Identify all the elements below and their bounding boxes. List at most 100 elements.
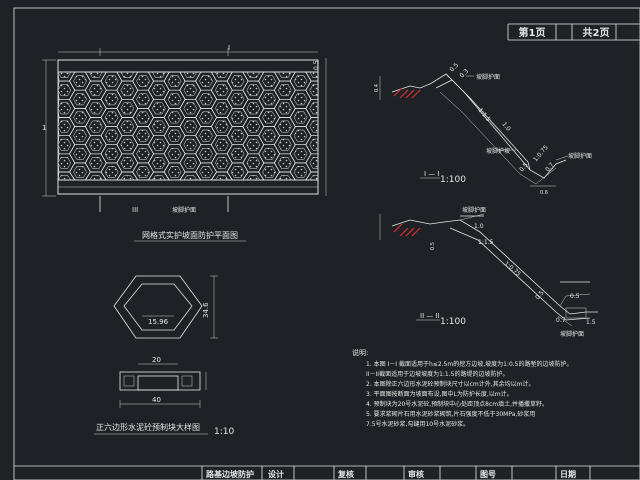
s2-callout-top: 坡脚护面 <box>462 206 486 214</box>
hexagon-cell-fill <box>278 102 292 115</box>
hexagon-cell-fill <box>183 157 198 169</box>
hexagon-cell-fill <box>136 75 150 87</box>
hexagon-cell-fill <box>73 75 87 87</box>
block-dim-height: 34.6 <box>202 302 210 318</box>
s1-callout-bottom: 坡脚护面 <box>568 152 592 160</box>
title-approve: 审核 <box>408 469 424 479</box>
hexagon-cell-fill <box>183 71 198 78</box>
title-date: 日期 <box>560 469 576 479</box>
hexagon-cell-fill <box>262 93 276 106</box>
hexagon-cell-fill <box>57 138 72 151</box>
title-drawing-no: 图号 <box>480 470 496 479</box>
hexagon-cell-fill <box>262 75 276 87</box>
block-dim-top: 20 <box>152 356 161 364</box>
hexagon-cell-fill <box>215 157 229 169</box>
hexagon-cell-fill <box>136 93 150 106</box>
hexagon-cell-fill <box>246 157 261 169</box>
s1-dim-b: 0.3 <box>458 68 470 80</box>
total-pages-label: 共2页 <box>583 26 610 39</box>
hexagon-cell-fill <box>120 157 135 169</box>
hexagon-cell-fill <box>57 175 72 181</box>
hexagon-cell-fill <box>230 75 245 87</box>
hexagon-cell-fill <box>246 84 261 97</box>
block-dim-inner: 15.96 <box>148 318 169 326</box>
hexagon-cell-fill <box>152 120 166 133</box>
hexagon-cell-fill <box>183 84 198 97</box>
notes-heading: 说明: <box>352 348 368 357</box>
block-dim-width: 40 <box>152 396 161 404</box>
hexagon-cell-fill <box>57 157 72 169</box>
s2-dim-d: 0.7 <box>556 317 566 324</box>
hexagon-cell-fill <box>89 157 103 169</box>
hexagon-cell-fill <box>246 102 261 115</box>
hexagon-cell-fill <box>215 102 229 115</box>
hexagon-cell-fill <box>104 129 119 142</box>
hexagon-cell-fill <box>246 138 261 151</box>
plan-dim-left: 1 <box>42 124 46 132</box>
hexagon-cell-fill <box>230 166 245 178</box>
hexagon-cell-fill <box>167 75 182 87</box>
hexagon-cell-fill <box>136 166 150 178</box>
hexagon-cell-fill <box>104 93 119 106</box>
hexagon-cell-fill <box>246 175 261 181</box>
s2-scale: 1:100 <box>440 317 466 327</box>
hexagon-cell-fill <box>215 138 229 151</box>
s1-scale: 1:100 <box>440 175 466 185</box>
hexagon-cell-fill <box>230 111 245 124</box>
notes-line-1: 1. 本图 I－I 截面适用于h≤2.5m的挖方边坡,坡度为1:0.5的路堑的边… <box>366 360 573 368</box>
s1-callout-mid: 坡脚护坡 <box>486 147 510 155</box>
section-1: 0.4 0.5 0.3 1:1.5 1.0 1:0.75 0.5 0.7 0.6… <box>374 62 592 196</box>
title-review: 复核 <box>337 469 354 479</box>
s1-slope-1: 1:1.5 <box>476 107 491 123</box>
hexagon-cell-fill <box>199 129 213 142</box>
hexagon-cell-fill <box>293 75 308 87</box>
plan-caption: 网格式实护坡面防护平面图 <box>142 230 238 240</box>
s1-slope-2: 1:0.75 <box>532 144 550 163</box>
hexagon-cell-fill <box>167 93 182 106</box>
hexagon-cell-fill <box>262 129 276 142</box>
hexagon-cell-fill <box>57 84 72 97</box>
hexagon-cell-fill <box>136 111 150 124</box>
section-2: 0.5 1.0 1:1.5 1:0.75 0.5 0.5 0.7 1.5 坡脚护… <box>379 206 598 338</box>
hexagon-cell-fill <box>199 75 213 87</box>
hexagon-cell-fill <box>293 111 308 124</box>
hexagon-cell-fill <box>262 111 276 124</box>
s1-label: I — I <box>424 170 440 178</box>
hexagon-cell-fill <box>136 129 150 142</box>
s1-dim-a: 0.5 <box>448 62 460 74</box>
hexagon-cell-fill <box>89 120 103 133</box>
plan-dim-right: 0.5 <box>313 60 320 70</box>
hexagon-cell-fill <box>152 138 166 151</box>
plan-section-mark-top: I <box>228 44 230 52</box>
notes-line-6: 5. 要求浆砌片石用水泥砂浆砌筑,片石强度不低于30MPa,砂浆用 <box>366 410 535 418</box>
s2-dim-e: 1.5 <box>586 319 596 326</box>
s1-dim-f: 0.6 <box>540 190 548 196</box>
hexagon-cell-fill <box>120 84 135 97</box>
hexagon-cell-fill <box>104 166 119 178</box>
s2-callout-bottom: 坡脚护面 <box>560 330 584 338</box>
hexagon-cell-fill <box>57 71 72 78</box>
hexagon-cell-fill <box>152 102 166 115</box>
block-detail: 15.96 34.6 20 40 正六边形水泥砼预制块大样图 1:10 <box>94 275 234 437</box>
hexagon-cell-fill <box>278 138 292 151</box>
hexagon-cell-fill <box>104 75 119 87</box>
hexagon-cell-fill <box>199 93 213 106</box>
hexagon-cell-fill <box>151 175 166 181</box>
hexagon-cell-fill <box>120 102 135 115</box>
s2-slope-2: 1:0.75 <box>503 260 522 278</box>
hexagon-cell-fill <box>183 175 198 181</box>
hexagon-cell-fill <box>88 71 103 78</box>
hexagon-cell-fill <box>73 129 87 142</box>
hexagon-cell-fill <box>151 71 166 78</box>
notes-line-2: II－II截面适用于边坡坡度为1:1.5的路堤的边坡防护。 <box>366 370 508 378</box>
hexagon-cell-fill <box>199 111 213 124</box>
hexagon-cell-fill <box>120 175 135 181</box>
plan-top-strip <box>57 59 319 73</box>
hexagon-cell-fill <box>262 166 276 178</box>
hexagon-cell-fill <box>152 84 166 97</box>
hexagon-cell-fill <box>89 138 103 151</box>
s1-dim-e: 0.7 <box>544 161 556 173</box>
hexagon-cell-fill <box>309 138 319 151</box>
hexagon-cell-fill <box>89 84 103 97</box>
